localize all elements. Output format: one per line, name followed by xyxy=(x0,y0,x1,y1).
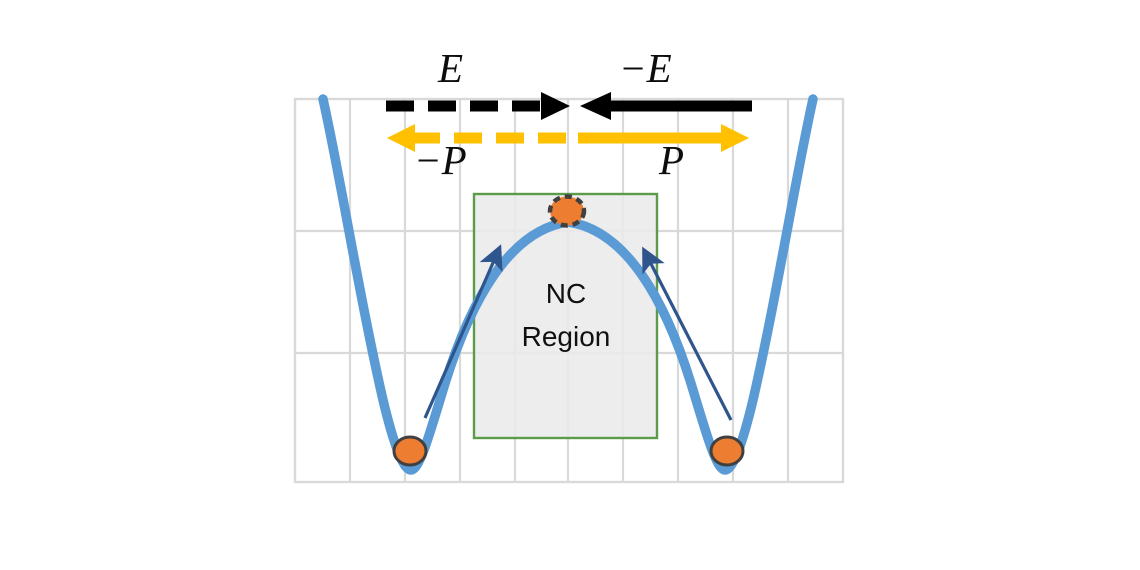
unstable-state-ball xyxy=(547,194,587,228)
field-positive-label: E xyxy=(438,45,464,91)
polarization-positive-label: P xyxy=(659,137,685,183)
field-negative-label: −E xyxy=(619,45,672,91)
field-negative-arrow xyxy=(580,92,752,120)
nc-region-label-line1: NC xyxy=(545,278,587,309)
polarization-negative-arrow xyxy=(387,124,566,152)
stable-state-ball-left xyxy=(392,435,428,467)
field-positive-arrow xyxy=(386,92,570,120)
transition-arrow-left xyxy=(423,244,503,419)
nc-region-label-line2: Region xyxy=(521,321,611,353)
nc-region-label: NC Region xyxy=(474,272,658,359)
polarization-positive-arrow xyxy=(578,124,749,152)
nc-region-box xyxy=(472,192,659,440)
polarization-negative-label: −P xyxy=(414,137,467,183)
stable-state-ball-right xyxy=(709,435,745,467)
transition-arrow-right xyxy=(642,246,733,421)
